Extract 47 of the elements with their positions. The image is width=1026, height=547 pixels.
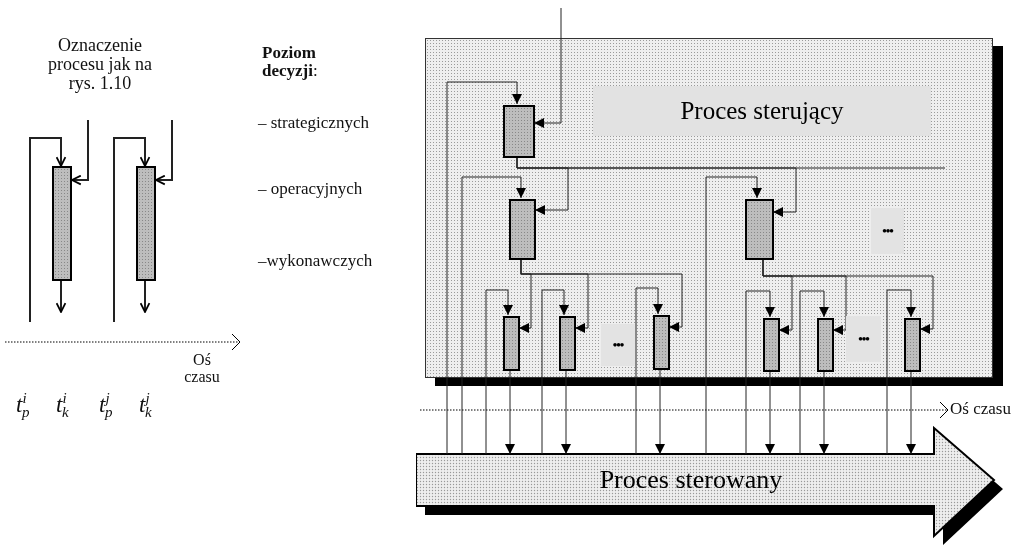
arrow bbox=[541, 289, 569, 455]
arrow bbox=[819, 370, 829, 455]
arrow-label: Proces sterowany bbox=[598, 464, 784, 496]
ellipsis-box: ••• bbox=[846, 316, 881, 362]
ellipsis-box: ••• bbox=[871, 208, 904, 254]
note-text: Oznaczenie procesu jak na rys. 1.10 bbox=[47, 36, 153, 93]
process-bar bbox=[509, 199, 536, 260]
arrow bbox=[155, 119, 173, 186]
level-label: –wykonawczych bbox=[258, 252, 373, 270]
process-bar bbox=[745, 199, 774, 260]
process-bar bbox=[653, 315, 670, 370]
process-bar bbox=[817, 318, 834, 372]
process-bar bbox=[904, 318, 921, 372]
arrow bbox=[886, 289, 916, 455]
arrow bbox=[71, 119, 89, 186]
arrow bbox=[705, 176, 762, 455]
arrow bbox=[485, 289, 513, 455]
arrow bbox=[906, 370, 916, 455]
arrow bbox=[29, 137, 67, 323]
process-bar bbox=[503, 316, 520, 371]
ellipsis-box: ••• bbox=[601, 324, 635, 366]
arrow bbox=[655, 368, 665, 455]
arrow bbox=[505, 369, 515, 455]
arrow bbox=[461, 176, 526, 455]
arrow bbox=[561, 369, 571, 455]
arrow bbox=[635, 287, 663, 455]
axis-label: Oś czasu bbox=[950, 400, 1011, 418]
arrow bbox=[446, 81, 522, 455]
process-bar bbox=[136, 166, 156, 281]
arrow bbox=[765, 370, 775, 455]
arrow bbox=[113, 137, 151, 323]
arrow bbox=[55, 280, 67, 313]
process-bar bbox=[559, 316, 576, 371]
arrow bbox=[139, 280, 151, 313]
arrow bbox=[762, 258, 934, 334]
process-bar bbox=[763, 318, 780, 372]
arrow bbox=[520, 258, 683, 332]
arrow bbox=[799, 290, 829, 455]
level-label: – strategicznych bbox=[258, 114, 369, 132]
arrow bbox=[745, 290, 775, 455]
arrow bbox=[533, 7, 562, 128]
panel-title: Proces sterujący bbox=[593, 86, 931, 136]
level-label: Poziom decyzji: bbox=[262, 44, 319, 80]
process-bar bbox=[52, 166, 72, 281]
level-label: – operacyjnych bbox=[258, 180, 363, 198]
axis-label: Oś czasu bbox=[183, 352, 221, 386]
process-bar bbox=[503, 105, 535, 158]
